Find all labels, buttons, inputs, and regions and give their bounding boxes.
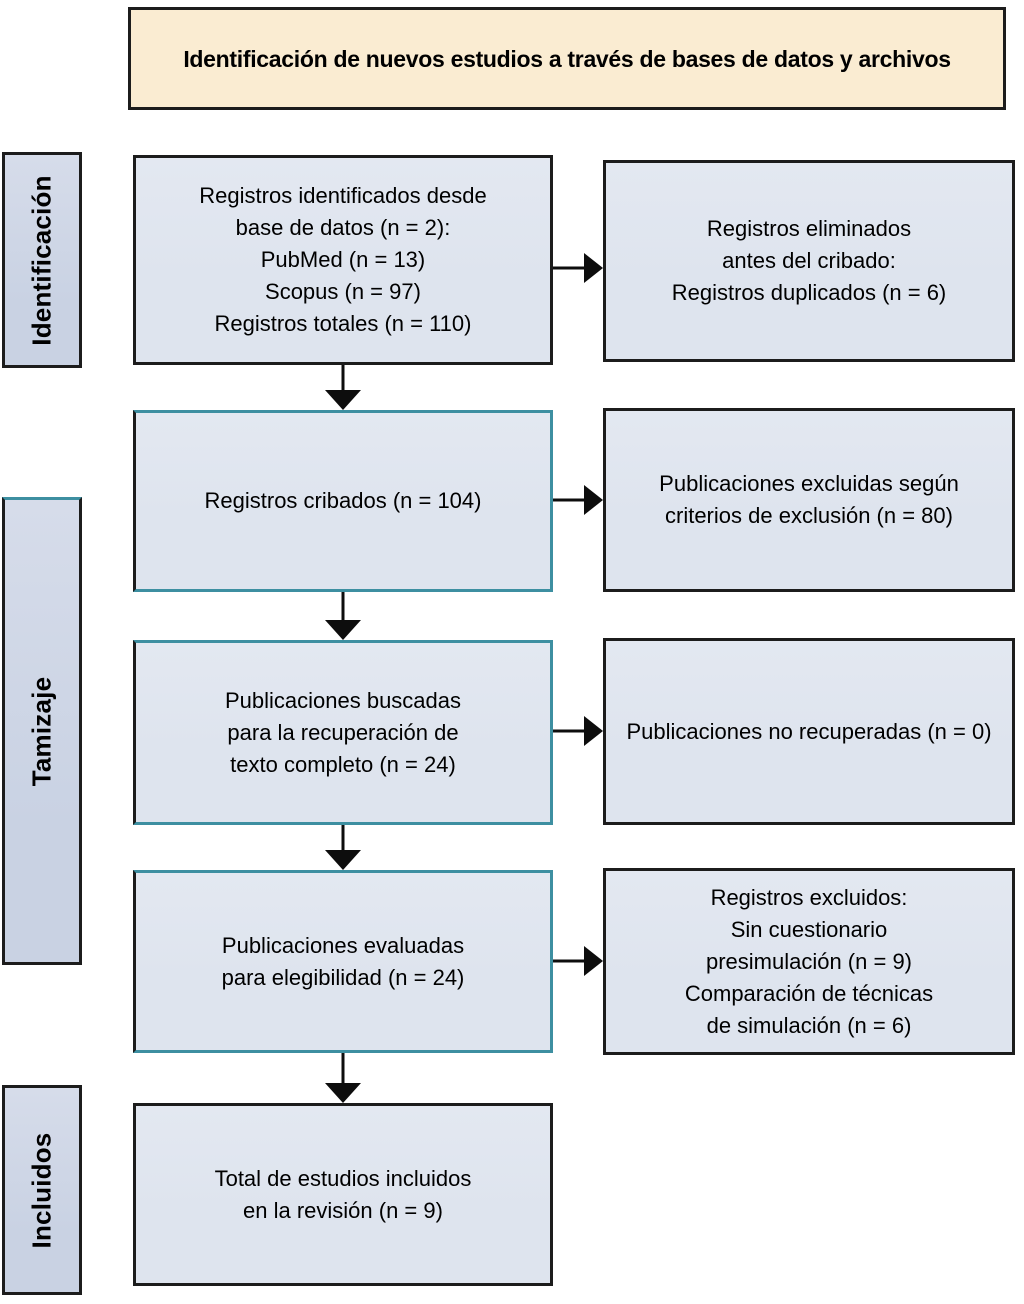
side-box-records-excluded: Registros excluidos: Sin cuestionario pr… — [603, 868, 1015, 1055]
arrow-right-1 — [553, 252, 603, 284]
stage-tamizaje: Tamizaje — [2, 497, 82, 965]
arrow-right-4-head-icon — [584, 946, 603, 976]
arrow-right-1-head-icon — [584, 253, 603, 283]
stage-identificacion: Identificación — [2, 152, 82, 368]
arrow-right-4-stem — [553, 959, 586, 963]
arrow-right-2-stem — [553, 498, 586, 502]
arrow-down-1 — [325, 365, 361, 410]
flow-box-reports-assessed-text: Publicaciones evaluadas para elegibilida… — [221, 932, 465, 990]
arrow-right-4 — [553, 945, 603, 977]
arrow-right-3-stem — [553, 729, 586, 733]
arrow-right-2-head-icon — [584, 485, 603, 515]
flow-box-reports-sought: Publicaciones buscadas para la recuperac… — [133, 640, 553, 825]
title-banner: Identificación de nuevos estudios a trav… — [128, 7, 1006, 110]
side-box-records-removed-text: Registros eliminados antes del cribado: … — [671, 216, 947, 305]
flow-box-records-identified: Registros identificados desde base de da… — [133, 155, 553, 365]
side-box-not-retrieved: Publicaciones no recuperadas (n = 0) — [603, 638, 1015, 825]
flow-box-reports-sought-text: Publicaciones buscadas para la recuperac… — [224, 687, 462, 777]
arrow-down-3-head-icon — [325, 850, 361, 870]
stage-incluidos: Incluidos — [2, 1085, 82, 1295]
side-box-records-removed: Registros eliminados antes del cribado: … — [603, 160, 1015, 362]
stage-tamizaje-label: Tamizaje — [26, 676, 57, 786]
flow-box-studies-included: Total de estudios incluidos en la revisi… — [133, 1103, 553, 1286]
flow-box-records-screened-text: Registros cribados (n = 104) — [204, 488, 482, 513]
side-box-publications-excluded-text: Publicaciones excluidas según criterios … — [659, 471, 959, 528]
arrow-down-3 — [325, 825, 361, 870]
stage-incluidos-label: Incluidos — [26, 1132, 57, 1248]
arrow-right-2 — [553, 484, 603, 516]
arrow-down-4 — [325, 1053, 361, 1103]
flow-box-studies-included-text: Total de estudios incluidos en la revisi… — [214, 1165, 472, 1223]
flow-box-records-screened: Registros cribados (n = 104) — [133, 410, 553, 592]
arrow-down-1-stem — [341, 365, 345, 391]
side-box-publications-excluded: Publicaciones excluidas según criterios … — [603, 408, 1015, 592]
flow-box-records-identified-text: Registros identificados desde base de da… — [199, 183, 487, 336]
arrow-down-1-head-icon — [325, 390, 361, 410]
arrow-down-3-stem — [341, 825, 345, 851]
arrow-down-4-head-icon — [325, 1083, 361, 1103]
arrow-down-2-head-icon — [325, 620, 361, 640]
diagram-title: Identificación de nuevos estudios a trav… — [183, 45, 951, 72]
arrow-down-4-stem — [341, 1053, 345, 1084]
arrow-right-1-stem — [553, 266, 586, 270]
arrow-right-3-head-icon — [584, 716, 603, 746]
arrow-down-2 — [325, 592, 361, 640]
flow-box-reports-assessed: Publicaciones evaluadas para elegibilida… — [133, 870, 553, 1053]
stage-identificacion-label: Identificación — [26, 174, 57, 346]
arrow-right-3 — [553, 715, 603, 747]
side-box-not-retrieved-text: Publicaciones no recuperadas (n = 0) — [626, 718, 992, 744]
arrow-down-2-stem — [341, 592, 345, 621]
side-box-records-excluded-text: Registros excluidos: Sin cuestionario pr… — [684, 884, 934, 1038]
